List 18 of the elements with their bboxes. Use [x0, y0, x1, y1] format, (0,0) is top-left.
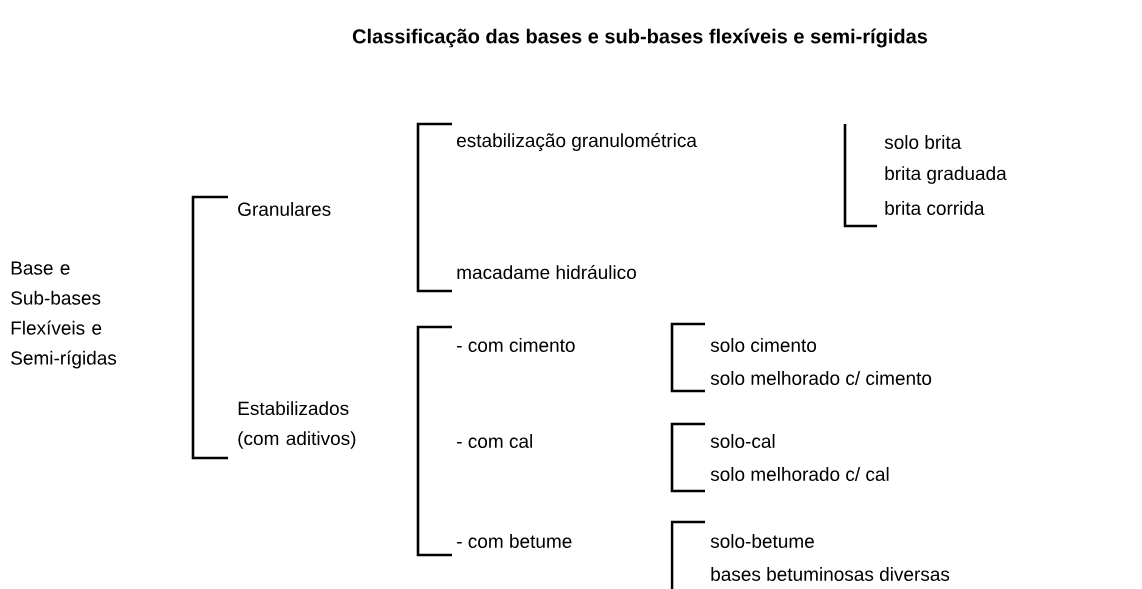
- label: - com cal: [457, 434, 532, 448]
- label: solo melhorado c/ cimento: [710, 371, 932, 385]
- label: solo-betume: [710, 534, 814, 548]
- label: solo cimento: [710, 338, 817, 352]
- label: Base e Sub-bases Flexíveis e Semi-rígidas: [11, 261, 117, 369]
- label: - com betume: [457, 534, 572, 548]
- label: solo brita: [884, 135, 962, 149]
- label: solo-cal: [710, 434, 775, 448]
- label: solo melhorado c/ cal: [710, 467, 889, 481]
- label: macadame hidráulico: [457, 264, 636, 280]
- label: brita corrida: [885, 201, 985, 215]
- label: Granulares: [238, 202, 331, 216]
- title: Classificação das bases e sub-bases flexíveis e semi-rígidas: [352, 28, 928, 48]
- label: bases betuminosas diversas: [711, 567, 950, 581]
- label: brita graduada: [885, 166, 1007, 184]
- label: - com cimento: [457, 338, 575, 352]
- label: estabilização granulométrica: [457, 133, 697, 151]
- label: Estabilizados (com aditivos): [238, 401, 356, 449]
